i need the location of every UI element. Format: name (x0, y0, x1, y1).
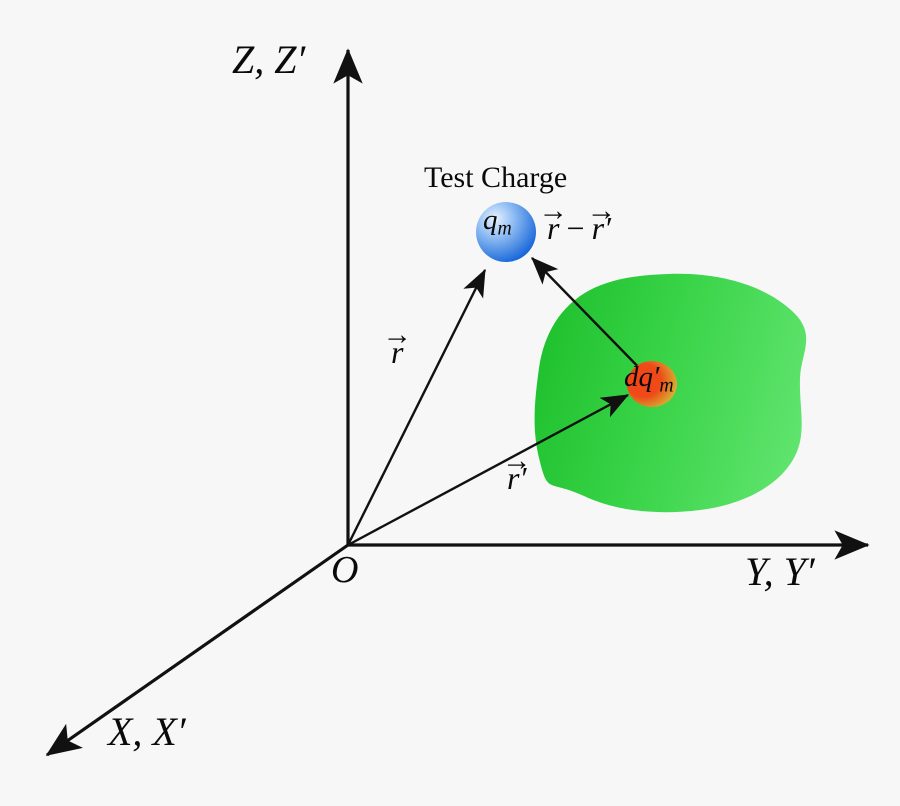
charge-element-symbol-main: dq (624, 361, 653, 393)
axis-x (45, 543, 349, 757)
test-charge-symbol-sub: m (497, 217, 512, 240)
charge-element-symbol: dq′m (624, 363, 674, 396)
vector-difference-label: →r − →r′ (539, 196, 617, 246)
origin-label: O (331, 549, 359, 591)
vector-r-prime-label-prime: ′ (519, 460, 527, 496)
vector-arrow-accent-icon: → (586, 195, 616, 228)
test-charge-symbol: qm (483, 206, 512, 239)
vector-difference-second-term: r (591, 210, 605, 246)
vector-r-prime-label-main: r (507, 460, 520, 496)
charge-element-symbol-prime: ′ (653, 361, 660, 393)
vector-r-label-main: r (391, 334, 404, 370)
vector-difference-minus-sign: − (566, 210, 585, 246)
vector-arrow-accent-icon: → (382, 319, 412, 352)
vector-difference-second-term-prime: ′ (604, 210, 612, 246)
axis-y-label: Y, Y′ (745, 549, 815, 594)
test-charge-symbol-main: q (483, 204, 498, 236)
axis-z-label: Z, Z′ (232, 37, 306, 82)
charge-element-sphere (627, 361, 677, 407)
vector-arrow-accent-icon: → (538, 195, 568, 228)
vector-difference-first-term: r (547, 210, 560, 246)
vector-r-minus-r-prime (531, 257, 653, 382)
vector-r-prime-label: →r′ (502, 446, 531, 496)
vector-r (346, 268, 487, 546)
vector-r-label: →r (383, 320, 412, 370)
test-charge-caption: Test Charge (424, 161, 568, 194)
axis-x-label: X, X′ (108, 709, 186, 754)
charge-element-symbol-sub: m (659, 374, 674, 397)
vector-r-prime (347, 393, 630, 547)
vector-arrow-accent-icon: → (502, 445, 532, 478)
test-charge-sphere (476, 202, 536, 262)
